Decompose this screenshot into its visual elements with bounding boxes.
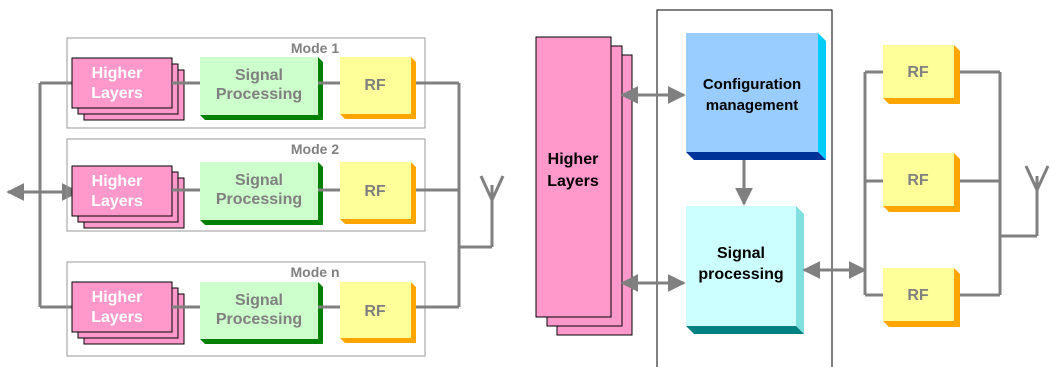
signal-label-line2: processing xyxy=(698,266,783,283)
left-architecture: Mode 1 Higher Layers Signal Processing xyxy=(6,37,505,357)
right-higher-layers-stack: Higher Layers xyxy=(535,36,633,336)
higher-layers-stack: Higher Layers xyxy=(71,165,185,229)
mode-frame xyxy=(66,261,426,357)
higher-label-line2: Layers xyxy=(91,193,143,210)
signal-label-line2: Processing xyxy=(216,311,302,328)
configuration-management-block: Configuration management xyxy=(686,33,826,160)
mode-2-block: Mode 2 Higher Layers Signal Processing xyxy=(66,138,459,232)
rf-block-2: RF xyxy=(883,153,960,212)
rf-label: RF xyxy=(907,287,929,304)
signal-label-line1: Signal xyxy=(235,172,283,189)
antenna-icon-left xyxy=(479,175,505,201)
higher-label-line2: Layers xyxy=(547,173,599,190)
rf-label: RF xyxy=(907,172,929,189)
right-architecture: Higher Layers Configuration management S… xyxy=(535,9,1050,367)
signal-label-line1: Signal xyxy=(235,67,283,84)
higher-label-line2: Layers xyxy=(91,309,143,326)
rf-block: RF xyxy=(340,282,416,343)
higher-label-line1: Higher xyxy=(548,151,599,168)
signal-label-line1: Signal xyxy=(717,245,765,262)
signal-label-line2: Processing xyxy=(216,86,302,103)
higher-label-line1: Higher xyxy=(92,173,143,190)
higher-label-line1: Higher xyxy=(92,65,143,82)
mode-frame xyxy=(66,138,426,232)
higher-label-line1: Higher xyxy=(92,289,143,306)
rf-label: RF xyxy=(907,64,929,81)
signal-processing-block: Signal Processing xyxy=(200,162,323,225)
reconfigurable-container xyxy=(656,9,833,367)
higher-layers-stack: Higher Layers xyxy=(71,281,185,345)
mode-title: Mode n xyxy=(291,264,340,280)
config-label-line1: Configuration xyxy=(703,76,801,93)
mode-title: Mode 1 xyxy=(291,40,339,56)
rf-label: RF xyxy=(364,303,386,320)
rf-label: RF xyxy=(364,183,386,200)
mode-title: Mode 2 xyxy=(291,141,339,157)
signal-processing-block: Signal Processing xyxy=(200,282,323,344)
rf-block-1: RF xyxy=(883,45,960,104)
signal-label-line1: Signal xyxy=(235,292,283,309)
rf-block: RF xyxy=(340,162,416,224)
rf-block-3: RF xyxy=(883,268,960,327)
mode-n-block: Mode n Higher Layers Signal Processing xyxy=(66,261,459,357)
signal-label-line2: Processing xyxy=(216,191,302,208)
config-label-line2: management xyxy=(706,97,799,114)
antenna-icon-right xyxy=(1024,165,1050,191)
signal-processing-block: Signal Processing xyxy=(200,57,323,120)
rf-label: RF xyxy=(364,77,386,94)
higher-label-line2: Layers xyxy=(91,85,143,102)
higher-layers-stack: Higher Layers xyxy=(71,57,185,121)
mode-1-block: Mode 1 Higher Layers Signal Processing xyxy=(66,37,459,129)
rf-block: RF xyxy=(340,57,416,119)
rf-bus xyxy=(863,70,1039,297)
right-signal-processing-block: Signal processing xyxy=(686,206,804,334)
